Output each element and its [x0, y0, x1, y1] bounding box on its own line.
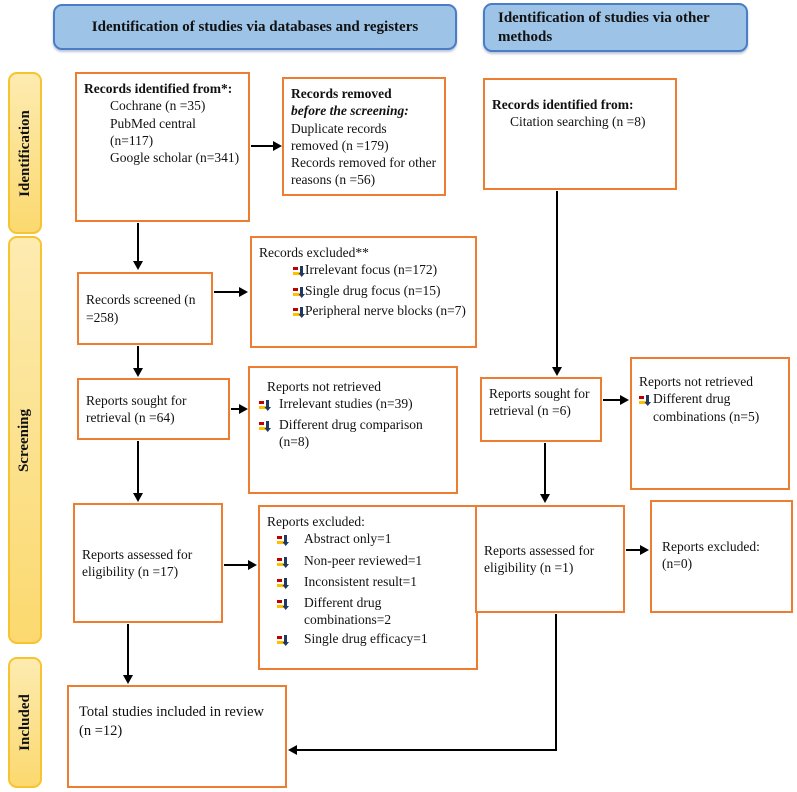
- box-reports-not-retrieved-other: Reports not retrieved Different drug com…: [630, 357, 790, 490]
- header-databases-registers: Identification of studies via databases …: [53, 4, 457, 50]
- report-excluded-reason-text: Abstract only=1: [304, 531, 392, 547]
- box-a-heading: Records identified from*:: [84, 81, 233, 96]
- reports-excluded-other-line2: (n=0): [662, 556, 693, 572]
- box-records-identified-other: Records identified from: Citation search…: [483, 78, 677, 190]
- excluded-reason-row: Single drug focus (n=15): [293, 282, 468, 302]
- box-reports-excluded-other: Reports excluded: (n=0): [650, 500, 793, 613]
- excluded-reason-text: Irrelevant focus (n=172): [305, 262, 438, 278]
- stage-included-text: Included: [16, 694, 33, 751]
- duplicates-removed-line: Duplicate records removed (n =179): [291, 120, 389, 153]
- report-excluded-reason-row: Inconsistent result=1: [277, 573, 469, 593]
- box-reports-assessed-databases: Reports assessed for eligibility (n =17): [73, 503, 223, 623]
- stage-identification-text: Identification: [16, 109, 33, 197]
- not-retrieved-reason-text: Different drug comparison (n=8): [279, 416, 423, 449]
- colored-arrow-bullet-icon: [259, 419, 271, 436]
- colored-arrow-bullet-icon: [259, 398, 271, 415]
- box-total-studies-included: Total studies included in review (n =12): [67, 685, 287, 788]
- box-j-heading: Records identified from:: [492, 97, 634, 112]
- records-excluded-title: Records excluded**: [259, 245, 369, 260]
- excluded-reason-text: Single drug focus (n=15): [305, 282, 441, 298]
- box-b-heading-italic: before the screening:: [291, 103, 409, 119]
- reports-not-retrieved-other-title: Reports not retrieved: [639, 374, 753, 389]
- report-excluded-reason-text: Single drug efficacy=1: [304, 630, 428, 646]
- box-reports-assessed-other: Reports assessed for eligibility (n =1): [475, 505, 625, 613]
- reports-assessed-db-text: Reports assessed for eligibility (n =17): [82, 546, 193, 579]
- box-records-identified-databases: Records identified from*: Cochrane (n =3…: [75, 72, 250, 222]
- header-other-label: Identification of studies via other meth…: [498, 9, 710, 45]
- source-google-scholar: Google scholar (n=341): [110, 150, 240, 166]
- colored-arrow-bullet-icon: [277, 533, 289, 550]
- report-excluded-reason-text: Inconsistent result=1: [304, 573, 417, 589]
- box-reports-sought-databases: Reports sought for retrieval (n =64): [77, 378, 230, 440]
- report-excluded-reason-text: Different drug combinations=2: [304, 595, 392, 628]
- box-records-screened: Records screened (n =258): [77, 272, 213, 345]
- stage-screening-text: Screening: [16, 408, 33, 472]
- reports-sought-other-text: Reports sought for retrieval (n =6): [489, 386, 590, 419]
- header-other-methods: Identification of studies via other meth…: [483, 3, 748, 52]
- colored-arrow-bullet-icon: [293, 305, 305, 322]
- colored-arrow-bullet-icon: [277, 597, 289, 614]
- report-excluded-reason-row: Non-peer reviewed=1: [277, 552, 469, 572]
- box-b-heading-bold: Records removed: [291, 86, 392, 101]
- report-excluded-reason-row: Single drug efficacy=1: [277, 630, 469, 650]
- other-reasons-line: Records removed for other reasons (n =56…: [291, 155, 437, 188]
- colored-arrow-bullet-icon: [293, 264, 305, 281]
- excluded-reason-text: Peripheral nerve blocks (n=7): [305, 302, 466, 318]
- report-excluded-reason-row: Abstract only=1: [277, 530, 469, 550]
- report-excluded-reason-row: Different drug combinations=2: [277, 594, 469, 629]
- excluded-reason-row: Peripheral nerve blocks (n=7): [293, 302, 468, 322]
- reports-assessed-other-text: Reports assessed for eligibility (n =1): [484, 542, 595, 575]
- header-databases-label: Identification of studies via databases …: [91, 18, 419, 35]
- not-retrieved-reason-row: Irrelevant studies (n=39): [259, 395, 449, 415]
- citation-searching-text: Citation searching (n =8): [510, 114, 646, 130]
- reports-excluded-other-line1: Reports excluded:: [662, 539, 760, 554]
- reports-sought-db-text: Reports sought for retrieval (n =64): [86, 392, 187, 425]
- colored-arrow-bullet-icon: [277, 576, 289, 593]
- box-reports-excluded-databases: Reports excluded: Abstract only=1 Non-pe…: [258, 505, 478, 670]
- not-retrieved-other-reason-text: Different drug combinations (n=5): [653, 391, 760, 424]
- source-cochrane: Cochrane (n =35): [110, 98, 206, 114]
- stage-label-screening: Screening: [8, 236, 42, 644]
- colored-arrow-bullet-icon: [639, 393, 651, 410]
- colored-arrow-bullet-icon: [293, 285, 305, 302]
- total-included-text: Total studies included in review (n =12): [79, 704, 265, 739]
- colored-arrow-bullet-icon: [277, 633, 289, 650]
- source-pubmed: PubMed central (n=117): [110, 115, 196, 148]
- box-reports-not-retrieved-databases: Reports not retrieved Irrelevant studies…: [248, 366, 458, 494]
- records-screened-text: Records screened (n =258): [86, 292, 196, 325]
- reports-not-retrieved-title: Reports not retrieved: [267, 379, 381, 394]
- not-retrieved-reason-row: Different drug comparison (n=8): [259, 416, 449, 451]
- not-retrieved-reason-text: Irrelevant studies (n=39): [279, 396, 413, 412]
- excluded-reason-row: Irrelevant focus (n=172): [293, 261, 468, 281]
- box-reports-sought-other: Reports sought for retrieval (n =6): [480, 377, 602, 442]
- colored-arrow-bullet-icon: [277, 555, 289, 572]
- not-retrieved-other-reason-row: Different drug combinations (n=5): [639, 390, 781, 425]
- report-excluded-reason-text: Non-peer reviewed=1: [304, 552, 423, 568]
- box-records-excluded: Records excluded** Irrelevant focus (n=1…: [250, 236, 477, 348]
- box-records-removed-before-screening: Records removed before the screening: Du…: [282, 77, 446, 196]
- stage-label-included: Included: [8, 657, 42, 788]
- stage-label-identification: Identification: [8, 72, 42, 234]
- reports-excluded-title: Reports excluded:: [267, 514, 365, 529]
